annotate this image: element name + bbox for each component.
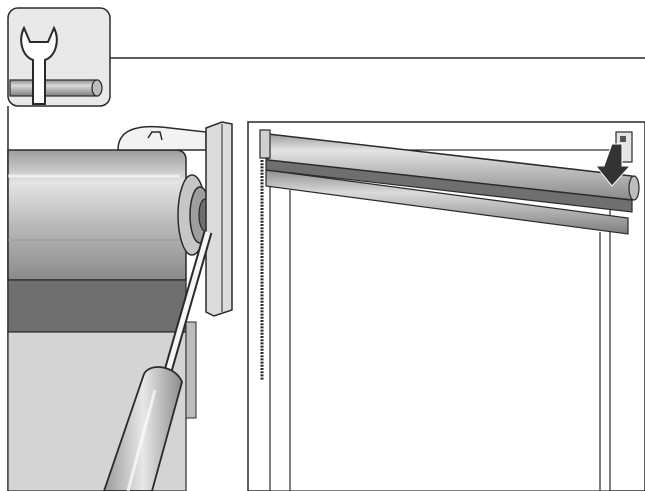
wrench-icon — [7, 7, 111, 107]
arrow-down-icon — [594, 143, 632, 187]
detail-panel — [7, 121, 233, 491]
overview-panel — [247, 121, 645, 491]
